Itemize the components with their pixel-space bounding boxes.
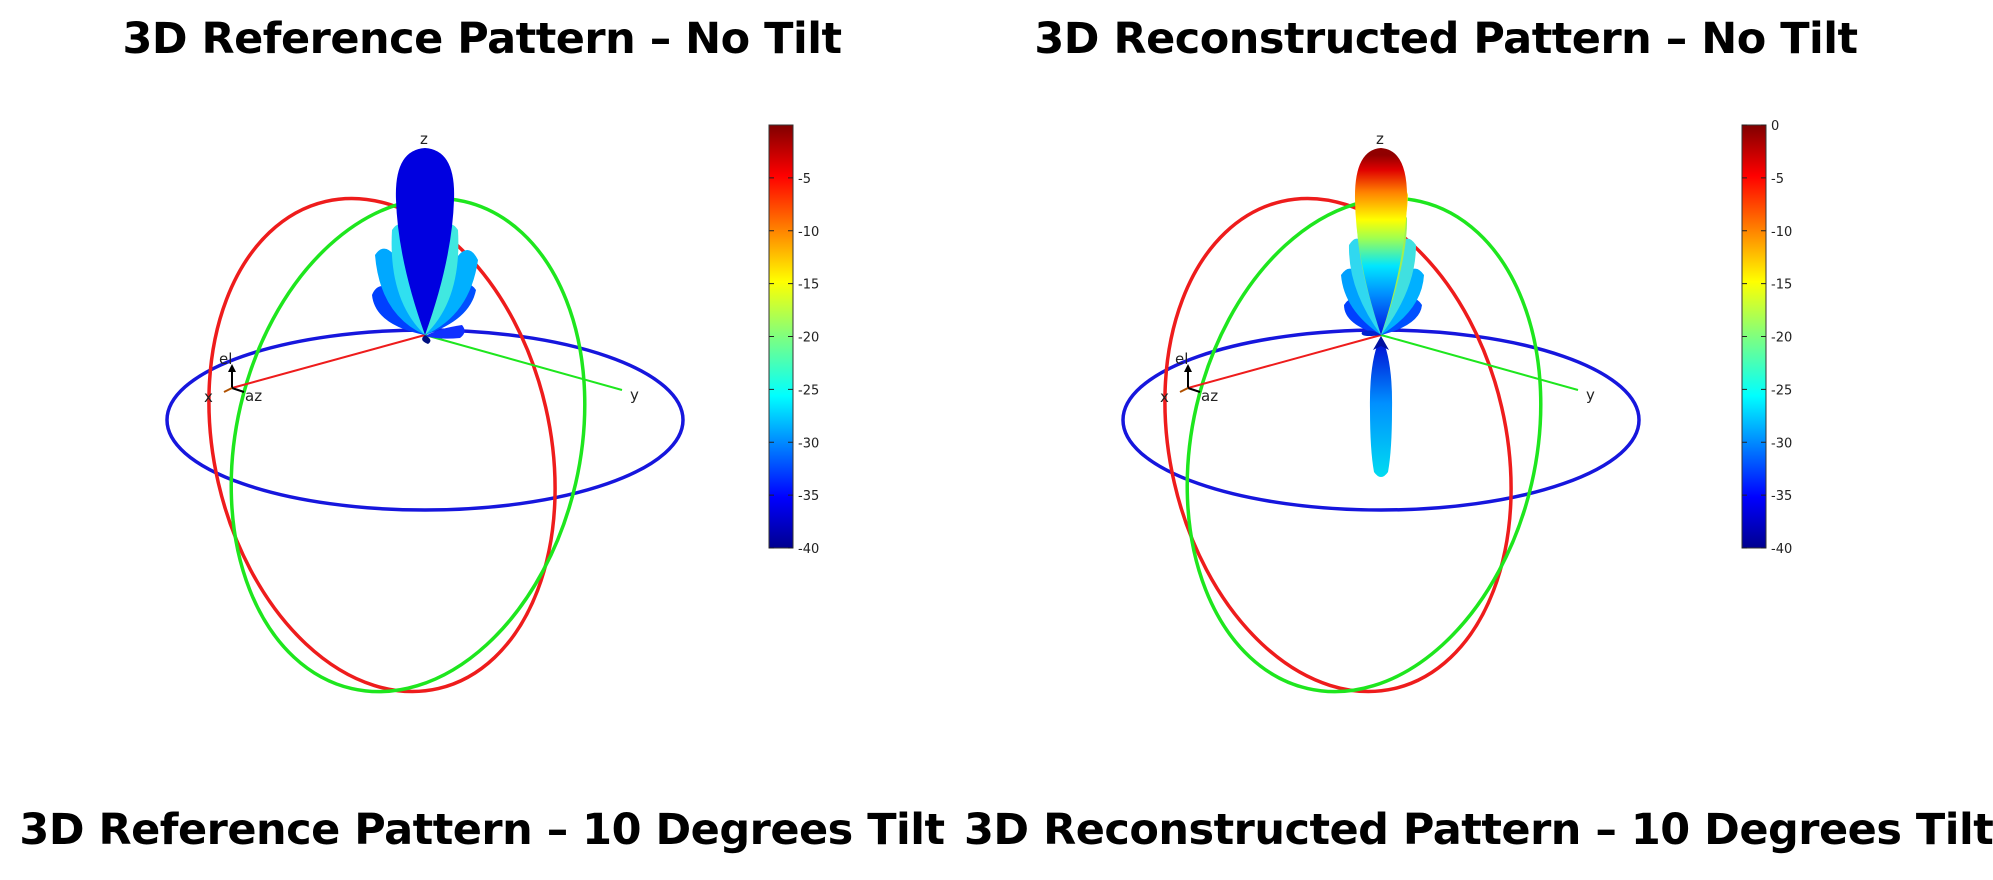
colorbar-tick-label: -25 bbox=[1771, 383, 1792, 398]
colorbar-tick-label: -5 bbox=[1771, 172, 1784, 187]
colorbar-tick-label: -5 bbox=[798, 172, 811, 187]
yz-plane-circle bbox=[1185, 196, 1543, 694]
colorbar-ticks: -5 -10 -15 -20 -25 -30 -35 -40 bbox=[769, 172, 819, 557]
xz-plane-circle bbox=[207, 196, 557, 694]
colorbar: 0 -5 -10 -15 -20 -25 -30 -35 -40 bbox=[1741, 119, 1792, 557]
x-axis-label: x bbox=[204, 388, 213, 406]
colorbar-tick-label: -30 bbox=[1771, 436, 1792, 451]
y-axis-line bbox=[1380, 334, 1579, 391]
colorbar-tick-label: -10 bbox=[1771, 225, 1792, 240]
colorbar-tick-label: 0 bbox=[1771, 119, 1779, 134]
reconstructed-radiation-pattern bbox=[1341, 148, 1424, 477]
z-axis-label: z bbox=[420, 130, 428, 148]
az-el-indicator: el az bbox=[219, 350, 262, 405]
yz-plane-circle bbox=[229, 196, 587, 694]
colorbar-tick-label: -30 bbox=[798, 436, 819, 451]
y-axis-line bbox=[424, 334, 623, 391]
el-label: el bbox=[1175, 350, 1188, 368]
title-reconstructed-no-tilt: 3D Reconstructed Pattern – No Tilt bbox=[1034, 14, 1858, 64]
az-label: az bbox=[1201, 387, 1218, 405]
title-reference-10deg-tilt: 3D Reference Pattern – 10 Degrees Tilt bbox=[19, 805, 945, 855]
title-reconstructed-10deg-tilt: 3D Reconstructed Pattern – 10 Degrees Ti… bbox=[964, 805, 1993, 855]
colorbar-tick-label: -10 bbox=[798, 225, 819, 240]
reference-radiation-pattern bbox=[372, 148, 478, 344]
reconstructed-pattern-plot: z x y el az bbox=[1121, 119, 1792, 694]
x-axis-line bbox=[231, 334, 426, 389]
colorbar-tick-label: -35 bbox=[798, 489, 819, 504]
x-axis-line bbox=[1187, 334, 1382, 389]
colorbar: -5 -10 -15 -20 -25 -30 -35 -40 bbox=[768, 124, 819, 557]
colorbar-tick-label: -20 bbox=[1771, 331, 1792, 346]
colorbar-tick-label: -40 bbox=[798, 542, 819, 557]
y-axis-label: y bbox=[630, 386, 639, 404]
az-el-indicator: el az bbox=[1175, 350, 1218, 405]
reference-pattern-plot: z x y el az bbox=[165, 124, 819, 694]
colorbar-tick-label: -25 bbox=[798, 383, 819, 398]
colorbar-tick-label: -15 bbox=[798, 278, 819, 293]
y-axis-label: y bbox=[1586, 386, 1595, 404]
z-axis-label: z bbox=[1376, 130, 1384, 148]
reference-pattern-panel: z x y el az bbox=[0, 110, 964, 720]
colorbar-tick-label: -15 bbox=[1771, 278, 1792, 293]
colorbar-tick-label: -40 bbox=[1771, 542, 1792, 557]
az-label: az bbox=[245, 387, 262, 405]
colorbar-tick-label: -20 bbox=[798, 331, 819, 346]
el-label: el bbox=[219, 350, 232, 368]
colorbar-ticks: 0 -5 -10 -15 -20 -25 -30 -35 -40 bbox=[1742, 119, 1792, 557]
xz-plane-circle bbox=[1163, 196, 1513, 694]
title-reference-no-tilt: 3D Reference Pattern – No Tilt bbox=[122, 14, 842, 64]
x-axis-label: x bbox=[1160, 388, 1169, 406]
colorbar-tick-label: -35 bbox=[1771, 489, 1792, 504]
xy-plane-circle bbox=[165, 328, 685, 512]
reconstructed-pattern-panel: z x y el az bbox=[964, 110, 1928, 720]
